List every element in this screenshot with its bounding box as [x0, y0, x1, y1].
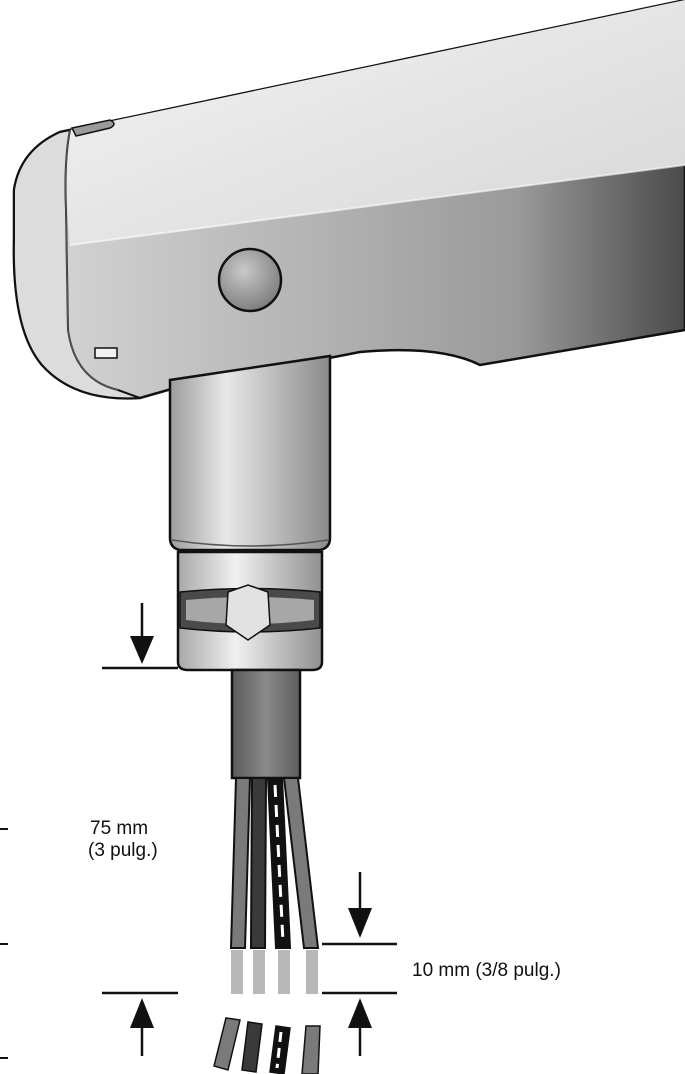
- dimension-strip: [322, 872, 397, 1056]
- cable-nut: [176, 550, 324, 672]
- wire-tips: [231, 950, 318, 994]
- wire-ends: [213, 1017, 321, 1074]
- wire-2: [249, 777, 268, 949]
- length-label-line2: (3 pulg.): [88, 840, 158, 861]
- top-tab: [70, 119, 115, 137]
- wire-end-3-stripe: [275, 1031, 283, 1069]
- nut-knurl: [225, 584, 271, 641]
- neck-body: [168, 354, 332, 552]
- wires: [229, 777, 320, 949]
- wire-tip-2: [253, 950, 265, 994]
- length-label-line1: 75 mm: [90, 818, 148, 839]
- connector-neck: [168, 354, 332, 552]
- dim-strip-top-arrowhead: [348, 908, 372, 938]
- housing-edge-highlight: [69, 164, 685, 246]
- cable-jacket: [230, 668, 302, 780]
- housing-top-face: [60, 0, 685, 245]
- wire-3: [266, 777, 292, 949]
- wire-end-4: [301, 1025, 321, 1074]
- teach-button: [217, 247, 283, 313]
- wire-tip-1: [231, 950, 243, 994]
- wire-3-stripe: [273, 784, 285, 943]
- wire-1: [229, 777, 252, 949]
- cap-notch: [94, 347, 118, 359]
- sensor-housing: [12, 0, 685, 400]
- left-edge-ticks: [0, 828, 8, 1059]
- dim-length-bottom-arrowhead: [130, 998, 154, 1028]
- dimension-length: [102, 603, 178, 1056]
- dim-length-top-arrowhead: [130, 636, 154, 664]
- wire-end-2: [241, 1021, 263, 1073]
- dim-strip-bottom-arrowhead: [348, 998, 372, 1028]
- wire-end-1: [213, 1017, 241, 1071]
- neck-ring: [171, 539, 329, 547]
- wire-4: [282, 777, 320, 949]
- wire-tip-4: [306, 950, 318, 994]
- wire-tip-3: [278, 950, 290, 994]
- strip-label: 10 mm (3/8 pulg.): [412, 960, 561, 981]
- end-cap-seam: [64, 129, 119, 391]
